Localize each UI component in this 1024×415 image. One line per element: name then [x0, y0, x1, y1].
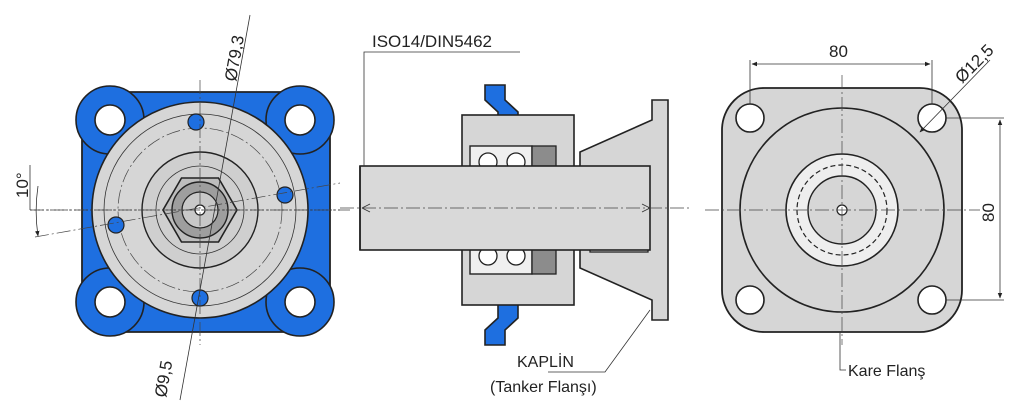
mount-hole	[284, 104, 316, 136]
height-dimension-label: 80	[979, 203, 998, 222]
coupling-label: KAPLİN	[517, 352, 574, 371]
bolt-hole	[187, 113, 205, 131]
coupling-note-label: (Tanker Flanşı)	[490, 379, 597, 396]
flange-hole	[735, 103, 765, 133]
flange-hole-label: Ø12,5	[951, 41, 997, 87]
mount-hole	[94, 104, 126, 136]
mount-hole	[284, 286, 316, 318]
flange-hole	[917, 285, 947, 315]
pitch-diameter-label: Ø79,3	[221, 34, 248, 83]
flange-hole	[917, 103, 947, 133]
width-dimension-label: 80	[829, 42, 848, 61]
bolt-hole	[107, 216, 125, 234]
section-view	[340, 51, 690, 373]
standard-label: ISO14/DIN5462	[372, 32, 492, 51]
rear-view	[705, 59, 1004, 371]
bolt-hole	[276, 186, 294, 204]
flange-name-label: Kare Flanş	[848, 363, 925, 380]
angle-label: 10°	[13, 172, 32, 198]
hole-diameter-label: Ø9,5	[151, 359, 176, 399]
front-view	[29, 14, 350, 401]
flange-hole	[735, 285, 765, 315]
mount-hole	[94, 286, 126, 318]
